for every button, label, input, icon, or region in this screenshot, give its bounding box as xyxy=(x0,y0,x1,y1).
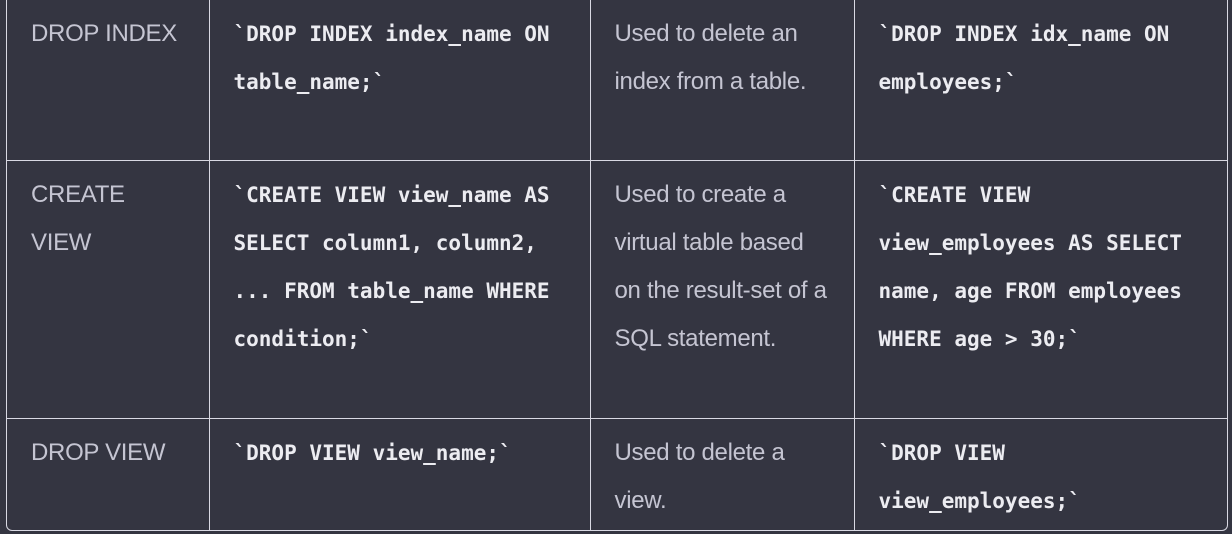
table-row-create-view: CREATE VIEW `CREATE VIEW view_name AS SE… xyxy=(7,160,1227,419)
table: DROP INDEX `DROP INDEX index_name ON tab… xyxy=(7,0,1227,530)
command-cell: CREATE VIEW xyxy=(7,160,210,419)
example-cell: `CREATE VIEW view_employees AS SELECT na… xyxy=(854,160,1227,419)
syntax-cell: `DROP VIEW view_name;` xyxy=(209,418,591,530)
syntax-cell: `CREATE VIEW view_name AS SELECT column1… xyxy=(209,160,591,419)
table-row-drop-index: DROP INDEX `DROP INDEX index_name ON tab… xyxy=(7,0,1227,161)
description-cell: Used to delete an index from a table. xyxy=(590,0,855,161)
example-cell: `DROP INDEX idx_name ON employees;` xyxy=(854,0,1227,161)
command-cell: DROP VIEW xyxy=(7,418,210,530)
table-row-drop-view: DROP VIEW `DROP VIEW view_name;` Used to… xyxy=(7,418,1227,530)
command-cell: DROP INDEX xyxy=(7,0,210,161)
sql-commands-table: DROP INDEX `DROP INDEX index_name ON tab… xyxy=(6,0,1228,531)
description-cell: Used to delete a view. xyxy=(590,418,855,530)
syntax-cell: `DROP INDEX index_name ON table_name;` xyxy=(209,0,591,161)
description-cell: Used to create a virtual table based on … xyxy=(590,160,855,419)
example-cell: `DROP VIEW view_employees;` xyxy=(878,440,1081,513)
